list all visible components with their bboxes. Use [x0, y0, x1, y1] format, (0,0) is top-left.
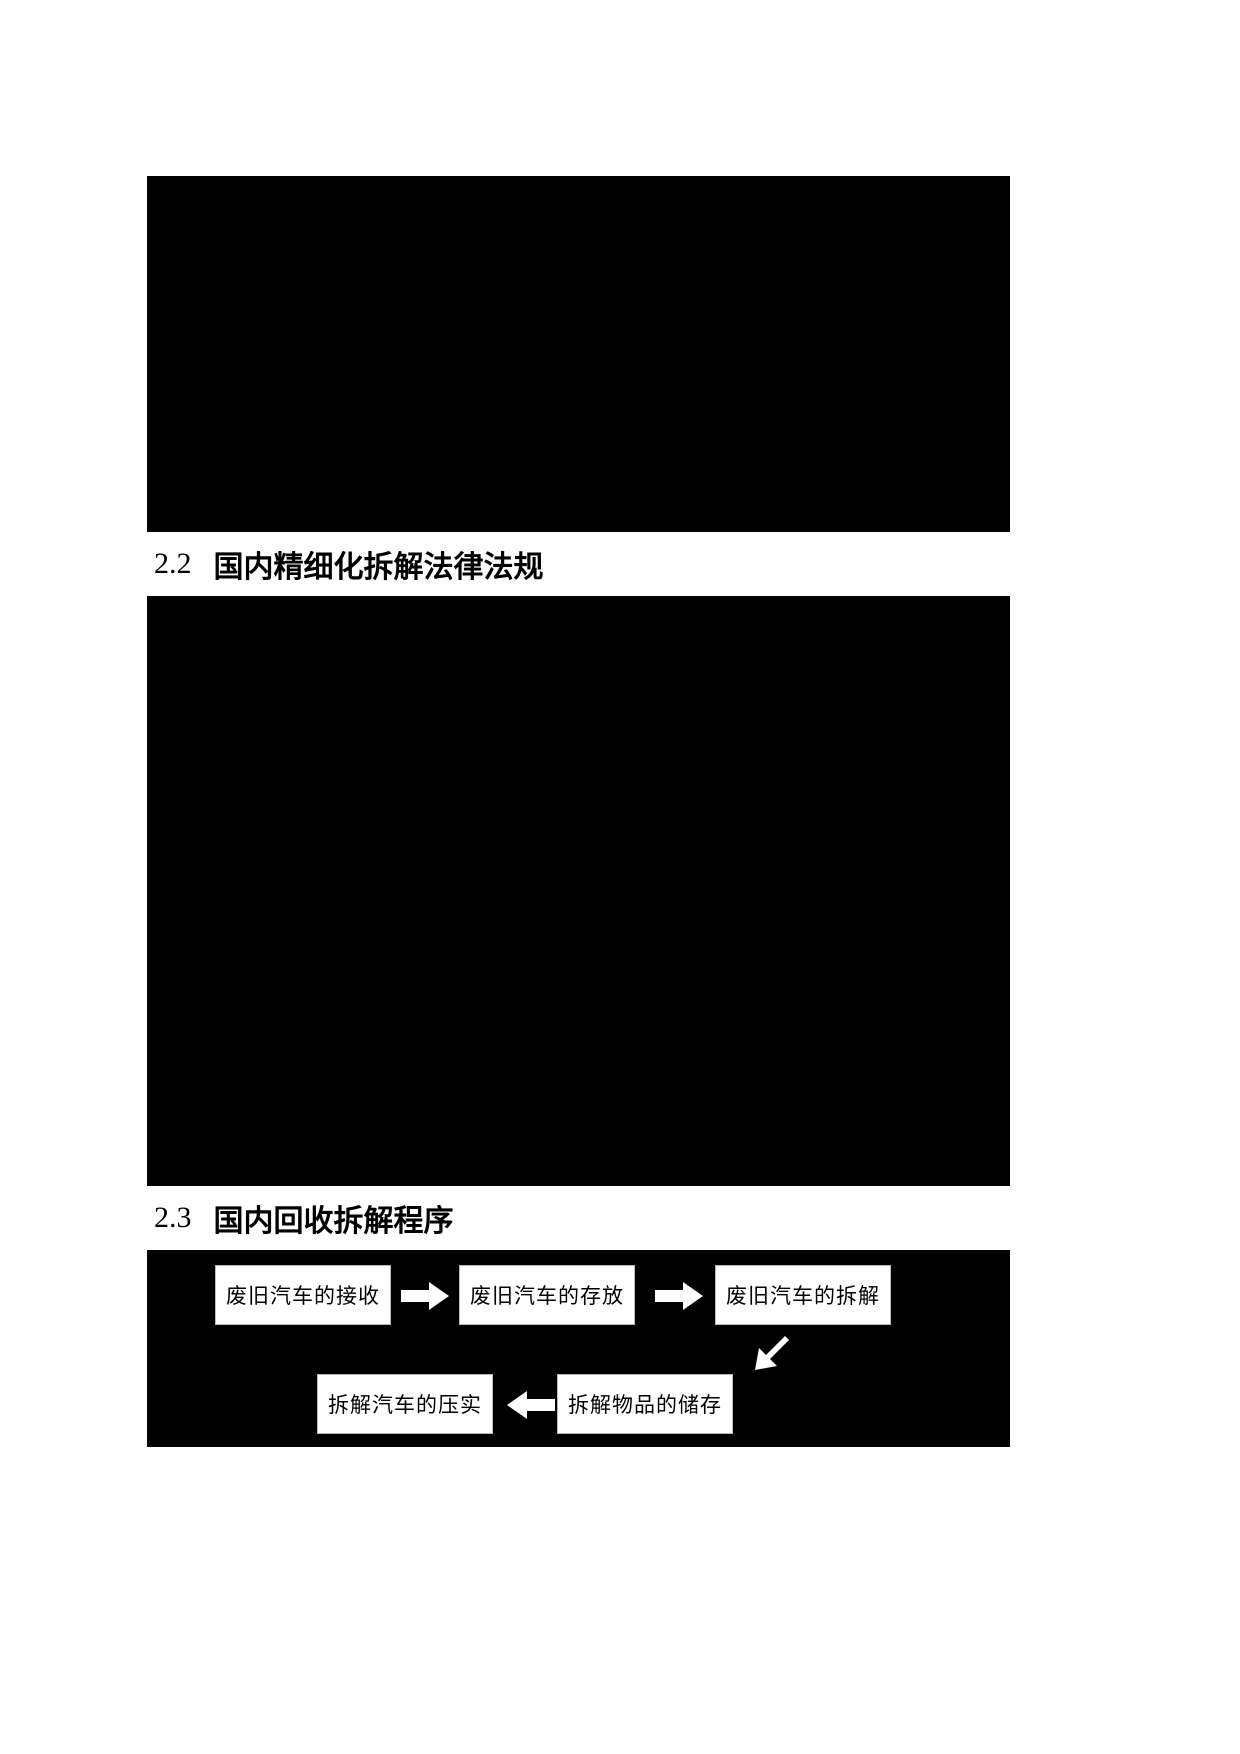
document-body-redacted: 2.2 国内精细化拆解法律法规 2.3 国内回收拆解程序 废旧汽车的接收 废旧汽…: [147, 176, 1010, 1447]
section-title: 国内回收拆解程序: [213, 1205, 454, 1238]
section-heading-2-3: 2.3 国内回收拆解程序: [147, 1186, 1010, 1250]
flow-box-compact: 拆解汽车的压实: [317, 1374, 493, 1434]
arrow-down-left-icon: [755, 1336, 789, 1370]
flow-box-receive: 废旧汽车的接收: [215, 1265, 391, 1325]
arrow-right-icon: [655, 1282, 703, 1310]
section-title: 国内精细化拆解法律法规: [213, 551, 544, 584]
recycling-process-flowchart: 废旧汽车的接收 废旧汽车的存放 废旧汽车的拆解 拆解汽车的压实 拆解物品的储存: [147, 1250, 1010, 1447]
flow-box-storage: 废旧汽车的存放: [459, 1265, 635, 1325]
section-number: 2.3: [154, 1201, 192, 1234]
flow-box-parts-storage: 拆解物品的储存: [557, 1374, 733, 1434]
flow-box-dismantle: 废旧汽车的拆解: [715, 1265, 891, 1325]
arrow-left-icon: [507, 1391, 555, 1419]
arrow-right-icon: [401, 1282, 449, 1310]
section-number: 2.2: [154, 547, 192, 580]
section-heading-2-2: 2.2 国内精细化拆解法律法规: [147, 532, 1010, 596]
